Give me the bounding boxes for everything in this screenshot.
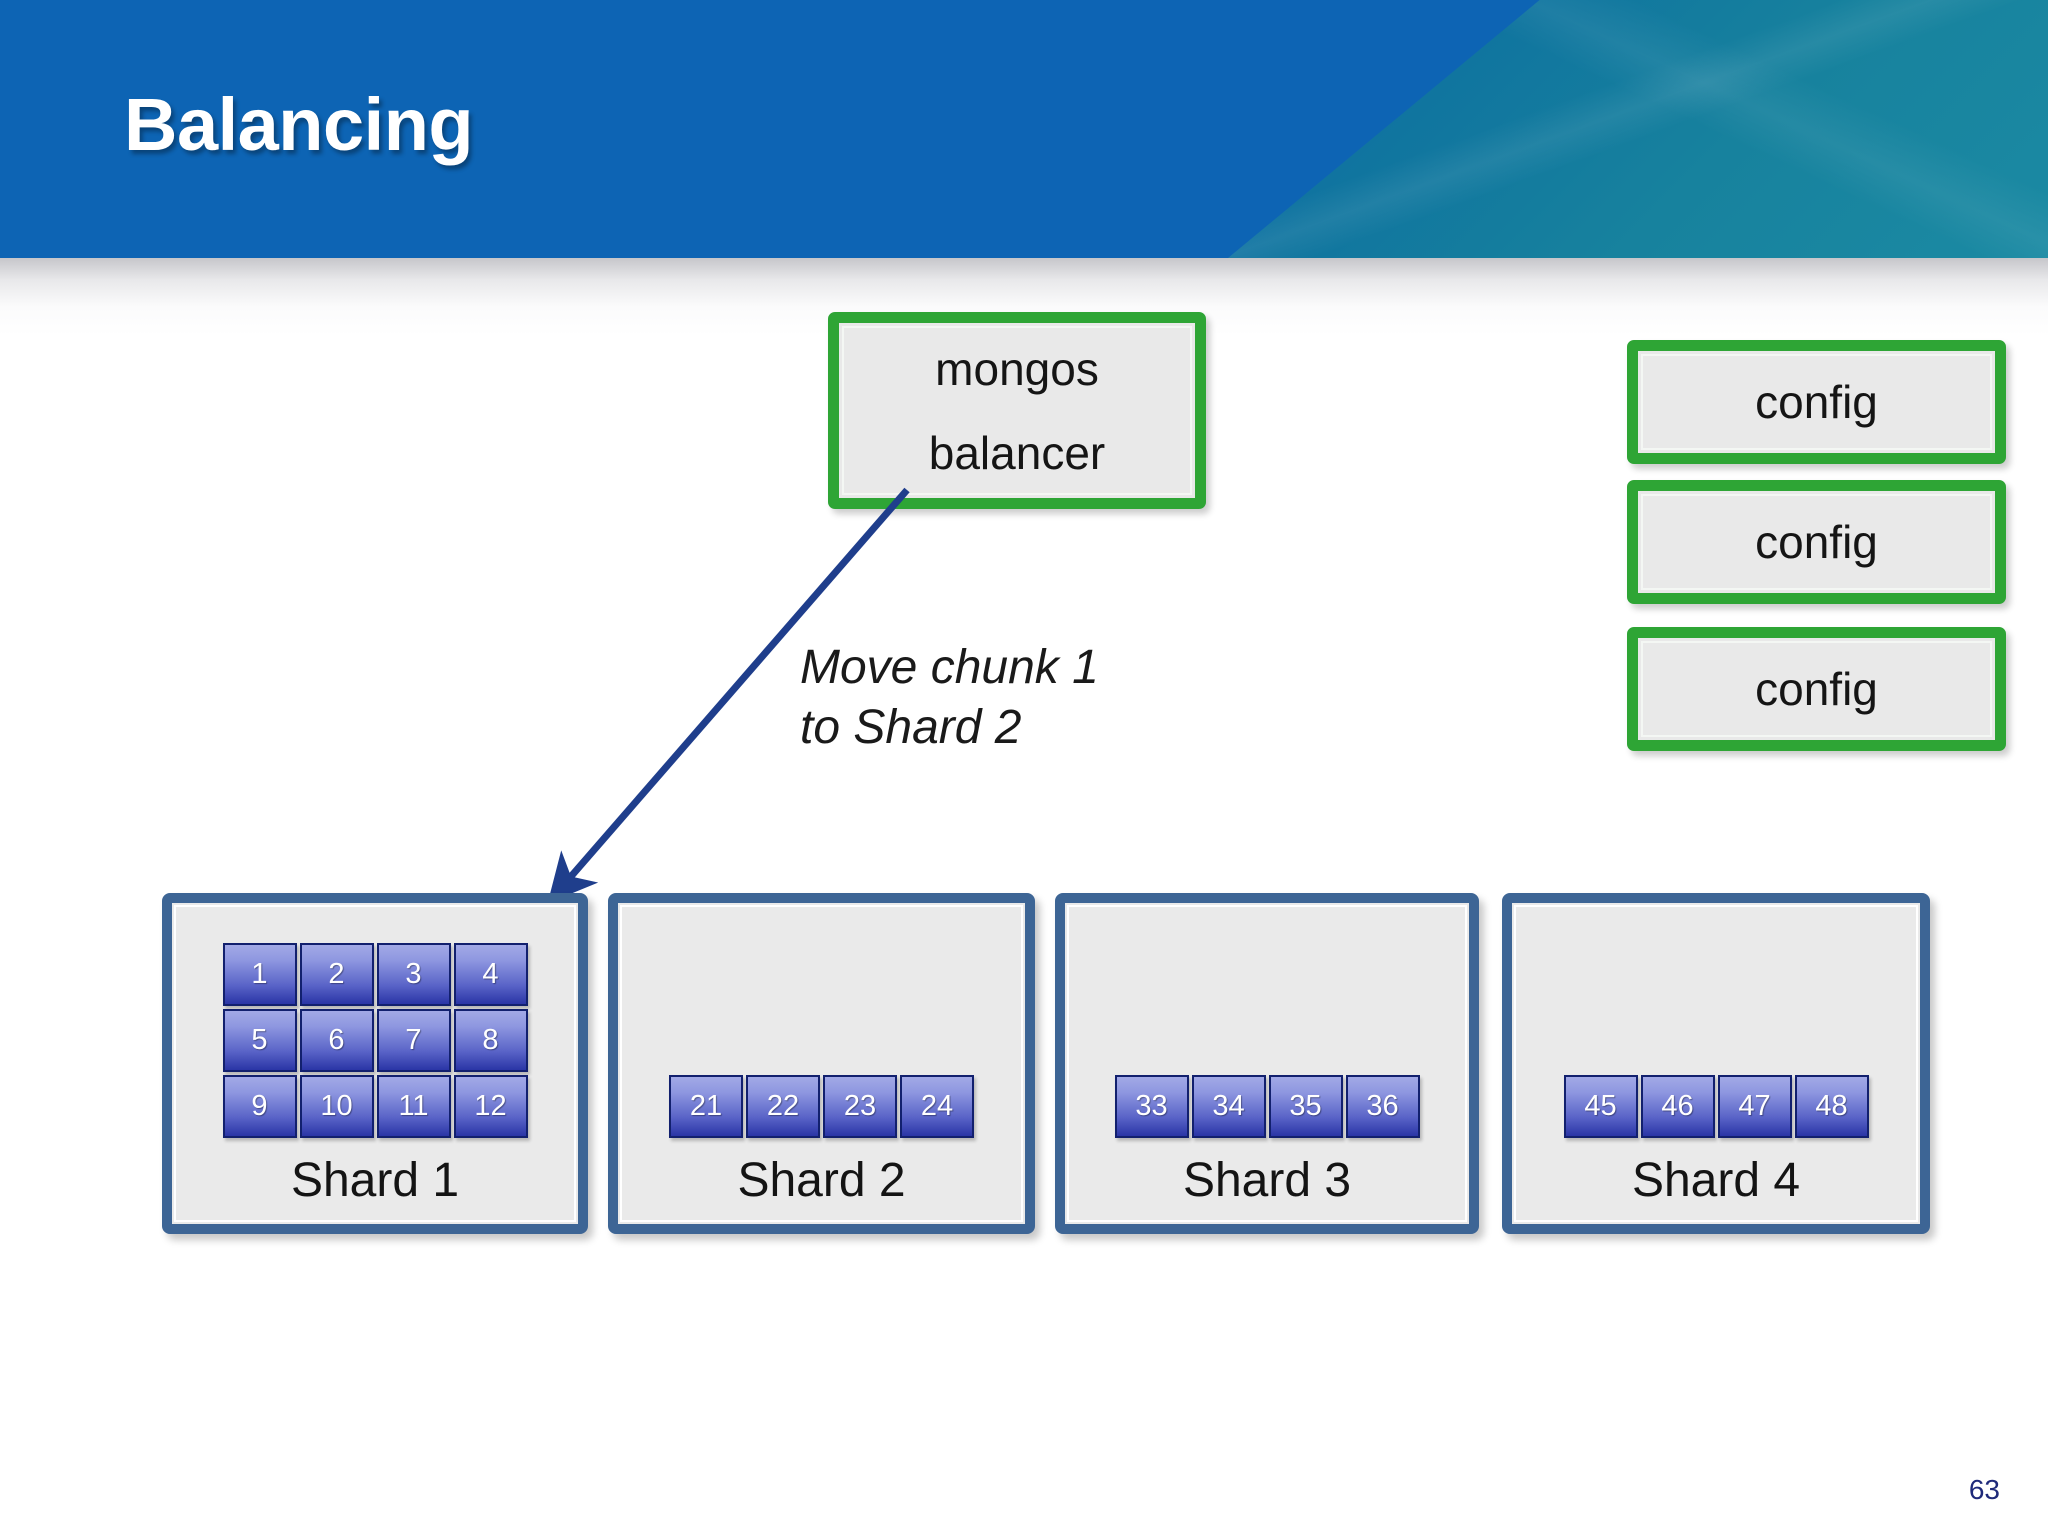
chunk-tile: 36 [1345,1075,1420,1138]
config-server-label-3: config [1755,663,1878,715]
slide-page-number: 63 [1968,1474,2000,1505]
config-server-node-2: config [1627,480,2006,604]
chunk-row: 5 6 7 8 [222,1009,528,1072]
chunk-tile: 6 [299,1009,374,1072]
chunk-tile: 22 [746,1075,820,1138]
chunk-tile: 5 [222,1009,297,1072]
chunk-tile: 47 [1717,1075,1792,1138]
chunk-tile: 9 [222,1075,297,1138]
header-teal-accent [1228,0,2048,258]
shard-1-chunk-grid: 1 2 3 4 5 6 7 8 9 10 11 12 [172,943,578,1138]
chunk-tile: 2 [299,943,374,1006]
chunk-row: 9 10 11 12 [222,1075,528,1138]
shard-box-4: 45 46 47 48 Shard 4 [1502,893,1930,1234]
shard-2-chunk-grid: 21 22 23 24 [618,1075,1025,1138]
chunk-tile: 11 [376,1075,451,1138]
chunk-tile: 12 [453,1075,528,1138]
config-server-node-3: config [1627,627,2006,751]
mongos-balancer-node: mongos balancer [828,312,1206,509]
shard-4-chunk-grid: 45 46 47 48 [1512,1075,1920,1138]
chunk-row: 1 2 3 4 [222,943,528,1006]
chunk-tile: 10 [299,1075,374,1138]
shard-box-2: 21 22 23 24 Shard 2 [608,893,1035,1234]
chunk-tile: 8 [453,1009,528,1072]
chunk-tile: 45 [1563,1075,1638,1138]
chunk-tile: 35 [1268,1075,1343,1138]
chunk-tile: 33 [1114,1075,1189,1138]
move-chunk-annotation: Move chunk 1 to Shard 2 [800,641,1099,754]
shard-label-1: Shard 1 [290,1154,460,1207]
page-title: Balancing [124,83,474,166]
chunk-tile: 24 [900,1075,974,1138]
chunk-tile: 21 [669,1075,743,1138]
shard-box-1: 1 2 3 4 5 6 7 8 9 10 11 12 Shard 1 [162,893,588,1234]
chunk-tile: 7 [376,1009,451,1072]
mongos-label: mongos [935,342,1099,395]
shard-label-2: Shard 2 [737,1154,906,1207]
chunk-tile: 34 [1191,1075,1266,1138]
config-server-node-1: config [1627,340,2006,464]
chunk-tile: 4 [453,943,528,1006]
balancer-label: balancer [928,426,1106,479]
shard-label-3: Shard 3 [1182,1154,1352,1207]
config-server-label-1: config [1755,376,1878,428]
chunk-tile: 48 [1794,1075,1869,1138]
shard-label-4: Shard 4 [1631,1154,1801,1207]
chunk-tile: 46 [1640,1075,1715,1138]
chunk-tile: 3 [376,943,451,1006]
chunk-row: 45 46 47 48 [1563,1075,1869,1138]
shard-box-3: 33 34 35 36 Shard 3 [1055,893,1479,1234]
chunk-tile: 23 [823,1075,897,1138]
config-server-label-2: config [1755,516,1878,568]
chunk-tile: 1 [222,943,297,1006]
chunk-row: 21 22 23 24 [669,1075,974,1138]
chunk-row: 33 34 35 36 [1114,1075,1420,1138]
slide-header-band [0,0,2048,258]
shard-3-chunk-grid: 33 34 35 36 [1065,1075,1469,1138]
